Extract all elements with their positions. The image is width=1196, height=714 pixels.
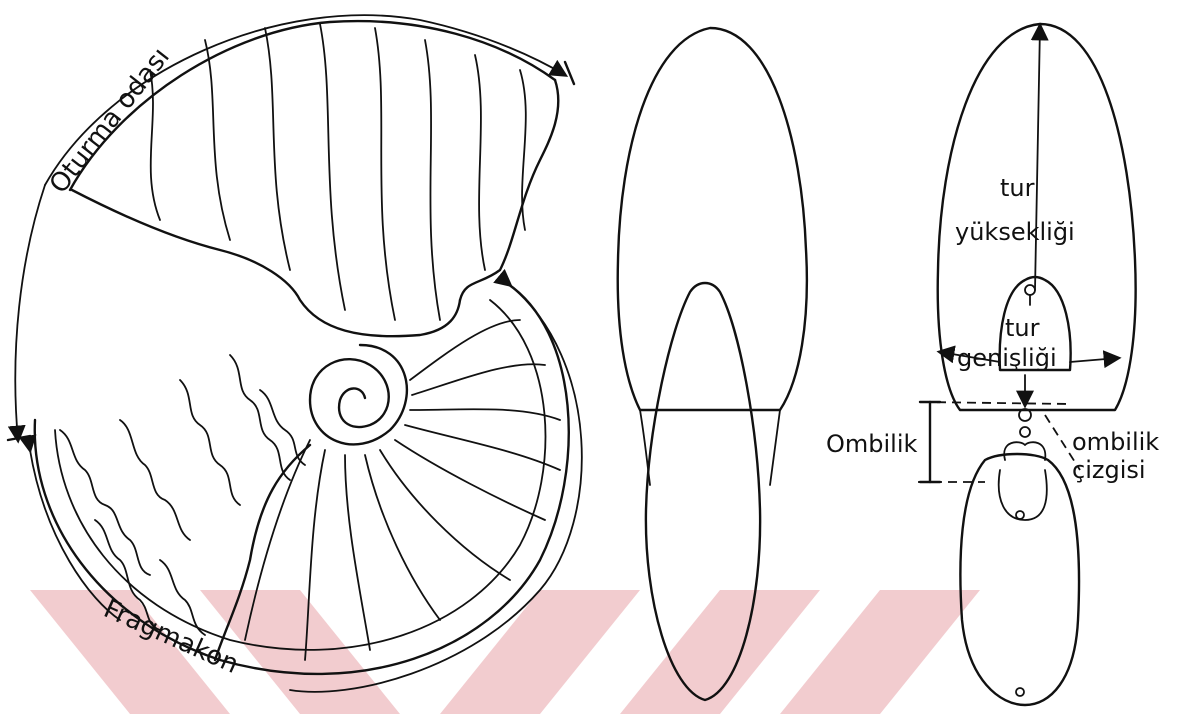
label-ombilik: Ombilik [826, 430, 918, 458]
label-oturma-odasi: Oturma odası [44, 42, 176, 199]
label-ombilik-cizgisi-1: ombilik [1072, 428, 1159, 456]
label-tur-yuksekligi-1: tur [1000, 174, 1035, 202]
label-tur-genisligi-2: genişliği [957, 344, 1057, 372]
label-ombilik-cizgisi-2: çizgisi [1072, 456, 1146, 484]
label-tur-genisligi-1: tur [1005, 314, 1040, 342]
label-tur-yuksekligi-2: yüksekliği [955, 218, 1075, 246]
